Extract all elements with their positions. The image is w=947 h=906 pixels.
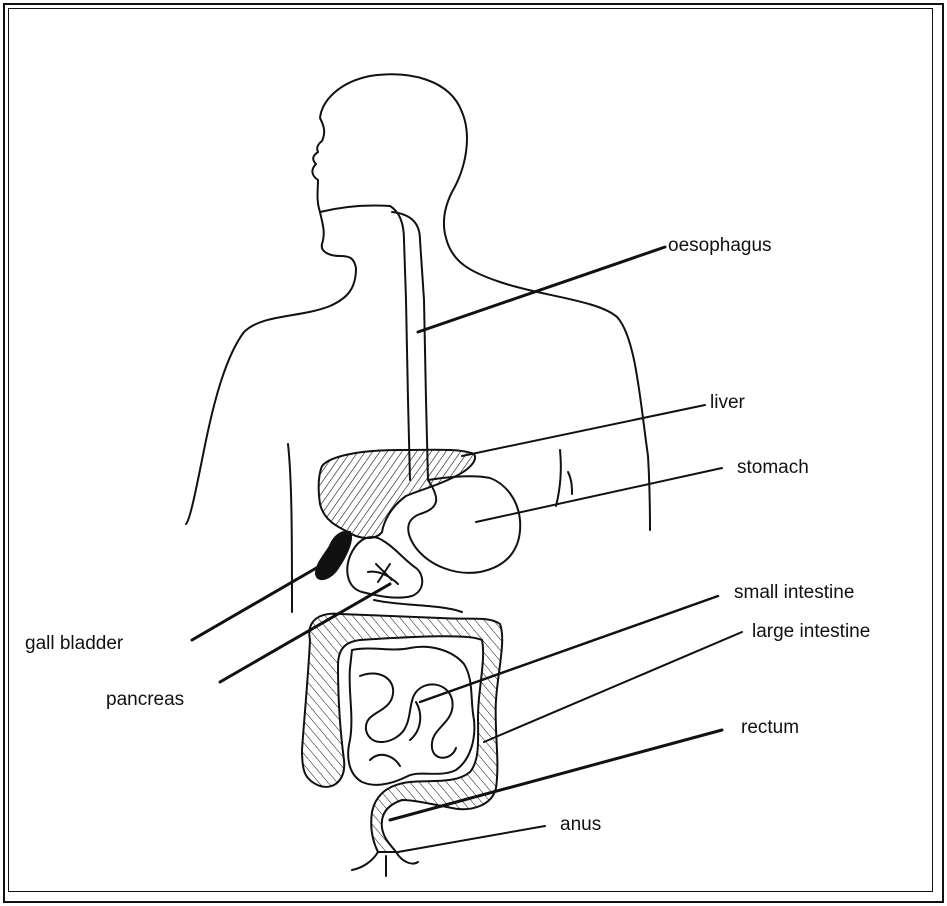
oesophagus-shape (390, 206, 410, 480)
left-torso-line (288, 444, 292, 612)
large-intestine-label: large intestine (752, 622, 870, 641)
small-intestine-label: small intestine (734, 583, 854, 602)
anus-leader (398, 826, 545, 852)
rectum-leader (390, 730, 722, 820)
small-intestine-leader (420, 596, 718, 702)
liver-leader (462, 405, 705, 456)
anus-label: anus (560, 815, 601, 834)
oesophagus-label: oesophagus (668, 236, 772, 255)
oesophagus-shape-inner (392, 212, 428, 480)
stomach-label: stomach (737, 458, 809, 477)
liver-label: liver (710, 393, 745, 412)
gall-bladder-label: gall bladder (25, 634, 123, 653)
liver-shape (319, 450, 475, 538)
pancreas-label: pancreas (106, 690, 184, 709)
large-intestine-leader (484, 632, 742, 742)
stomach-shape (408, 476, 520, 573)
small-intestine-shape (348, 647, 474, 785)
stomach-leader (476, 468, 722, 522)
gall-bladder-shape (316, 532, 351, 580)
duodenum (374, 600, 462, 612)
rectum-label: rectum (741, 718, 799, 737)
oesophagus-leader (418, 247, 665, 332)
small-intestine-coils (360, 673, 456, 757)
anus-shape (352, 852, 418, 876)
right-torso-line (556, 450, 561, 506)
right-arm-line (568, 472, 572, 494)
mouth-line (320, 205, 390, 212)
